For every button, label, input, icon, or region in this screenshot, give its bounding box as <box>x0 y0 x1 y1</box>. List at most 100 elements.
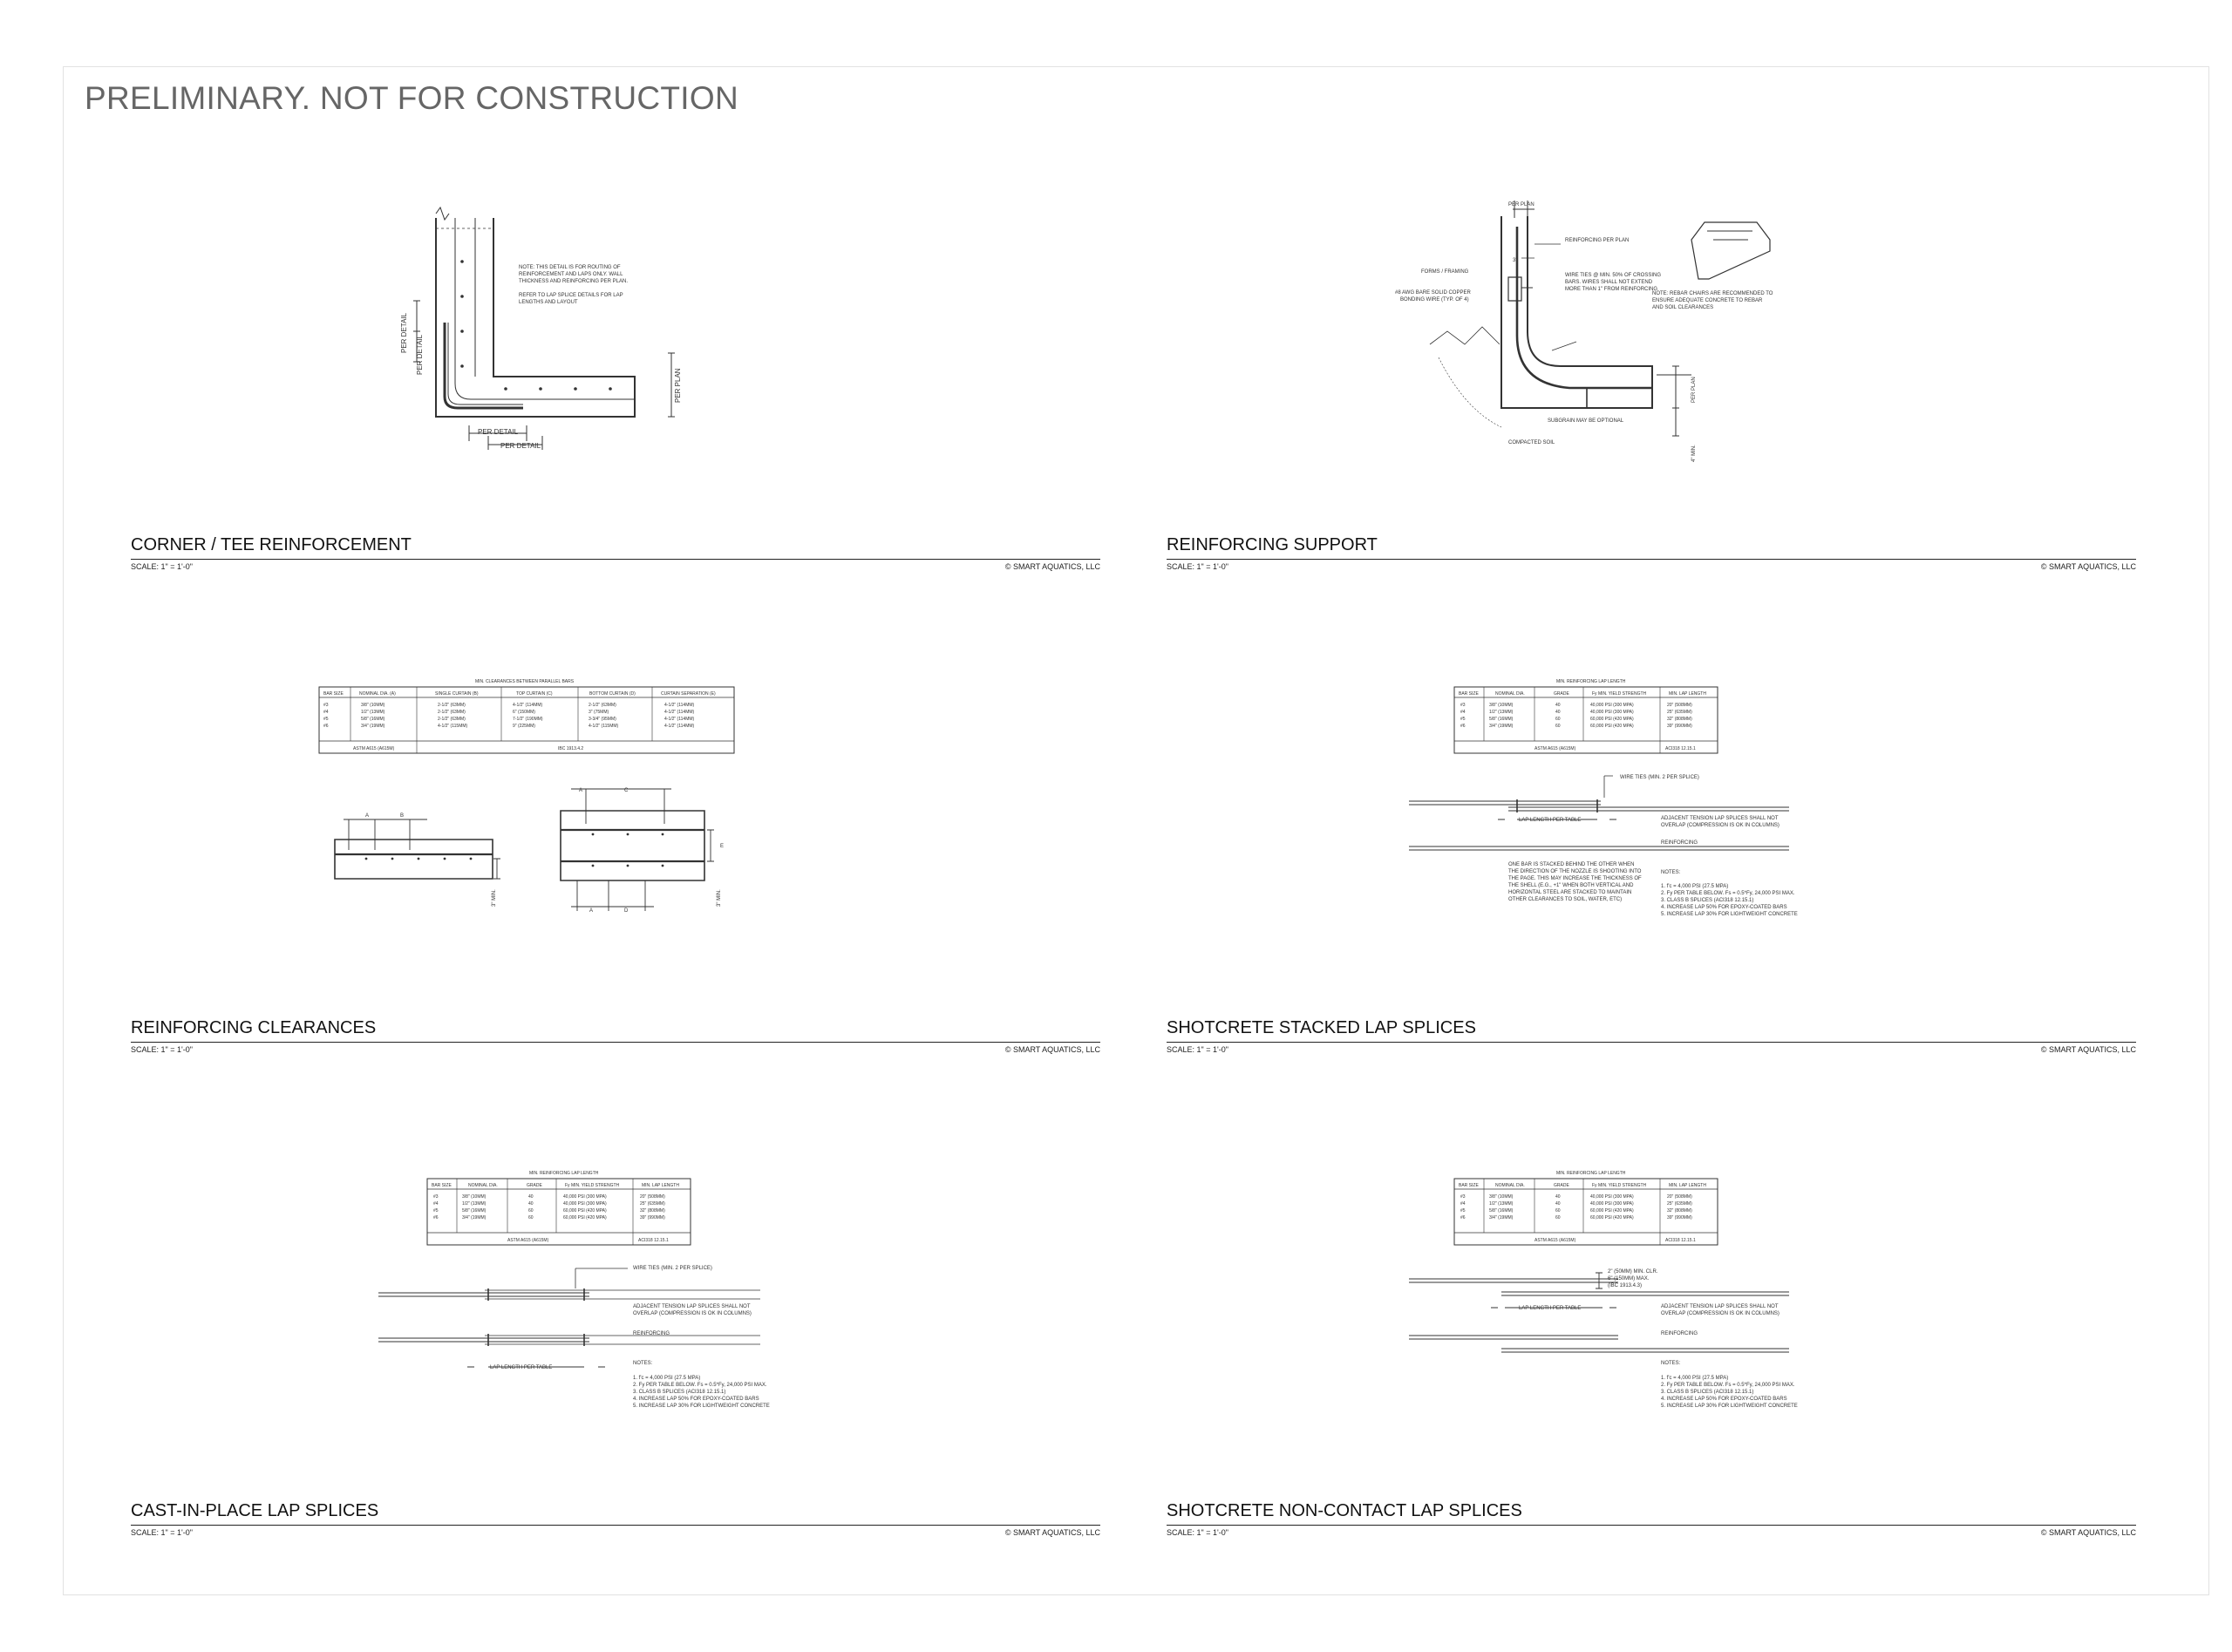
note-item: 3. CLASS B SPLICES (ACI318 12.15.1) <box>633 1390 725 1395</box>
clearance-label-d: D <box>624 908 629 914</box>
support-rebar-note: AND SOIL CLEARANCES <box>1652 305 1713 310</box>
table-header: GRADE <box>1554 691 1569 697</box>
detail-title: SHOTCRETE NON-CONTACT LAP SPLICES <box>1167 1501 1522 1520</box>
table-cell: #5 <box>433 1208 439 1214</box>
detail-cast-in-place: CAST-IN-PLACE LAP SPLICES SCALE: 1" = 1'… <box>131 1501 1100 1537</box>
stacked-lap-table <box>1453 686 1718 754</box>
stacked-note: THE PAGE. THIS MAY INCREASE THE THICKNES… <box>1508 876 1642 881</box>
clearance-label-e: E <box>720 844 724 849</box>
detail-title: CORNER / TEE REINFORCEMENT <box>131 535 412 554</box>
table-footer: ASTM A615 (A615M) <box>1534 746 1576 751</box>
title-rule <box>1167 1042 2136 1043</box>
table-cell: 60,000 PSI (420 MPA) <box>563 1215 607 1220</box>
table-cell: 39" (990MM) <box>1667 724 1692 729</box>
table-cell: 32" (808MM) <box>1667 1208 1692 1214</box>
detail-reinforcing-clearances: REINFORCING CLEARANCES SCALE: 1" = 1'-0"… <box>131 1018 1100 1054</box>
clearances-table-cells: BAR SIZE NOMINAL DIA. (A) SINGLE CURTAIN… <box>323 691 716 751</box>
notes-title: NOTES: <box>1661 870 1681 875</box>
table-title: MIN. REINFORCING LAP LENGTH <box>1556 679 1626 684</box>
note-item: 3. CLASS B SPLICES (ACI318 12.15.1) <box>1661 898 1753 903</box>
table-cell: #4 <box>1460 710 1466 715</box>
table-cell: 3/4" (19MM) <box>462 1215 487 1220</box>
corner-note-line: THICKNESS AND REINFORCING PER PLAN. <box>519 279 628 284</box>
table-cell: 3/8" (10MM) <box>1489 703 1514 708</box>
adjacent-note: ADJACENT TENSION LAP SPLICES SHALL NOT <box>1661 1304 1779 1309</box>
support-min-4: 4" MIN. <box>1691 445 1697 462</box>
stacked-note: HORIZONTAL STEEL ARE STACKED TO MAINTAIN <box>1508 890 1631 895</box>
detail-title: REINFORCING CLEARANCES <box>131 1018 377 1037</box>
cip-lap-table-cells: MIN. REINFORCING LAP LENGTH BAR SIZE NOM… <box>432 1171 679 1243</box>
table-cell: 32" (808MM) <box>640 1208 665 1214</box>
reinforcing-label: REINFORCING <box>1661 840 1698 846</box>
table-cell: 40 <box>1555 710 1561 715</box>
support-rebar-note: ENSURE ADEQUATE CONCRETE TO REBAR <box>1652 298 1763 303</box>
cip-lap-bars <box>378 1268 760 1368</box>
table-cell: 40,000 PSI (300 MPA) <box>1590 710 1634 715</box>
lap-length-label: LAP LENGTH PER TABLE <box>1519 1306 1581 1311</box>
table-cell: 20" (508MM) <box>1667 1194 1692 1200</box>
table-cell: 40 <box>1555 703 1561 708</box>
table-header: CURTAIN SEPARATION (E) <box>661 691 716 697</box>
note-item: 1. f'c = 4,000 PSI (27.5 MPA) <box>1661 1376 1728 1381</box>
note-item: 1. f'c = 4,000 PSI (27.5 MPA) <box>1661 884 1728 889</box>
table-header: MIN. LAP LENGTH <box>1669 1183 1706 1188</box>
reinforcing-support-drawing <box>1429 201 1771 437</box>
clearances-labels: A B A C A D E 3" MIN. 3" MIN. <box>365 788 724 914</box>
table-cell: 60,000 PSI (420 MPA) <box>563 1208 607 1214</box>
note-item: 2. Fy PER TABLE BELOW. Fs = 0.5*Fy, 24,0… <box>1661 891 1795 896</box>
detail-copyright: © SMART AQUATICS, LLC <box>2040 562 2136 571</box>
adjacent-note: ADJACENT TENSION LAP SPLICES SHALL NOT <box>1661 816 1779 821</box>
clearance-label-a: A <box>365 813 369 819</box>
table-header: SINGLE CURTAIN (B) <box>435 691 479 697</box>
table-cell: #6 <box>323 724 329 729</box>
clearances-table-title: MIN. CLEARANCES BETWEEN PARALLEL BARS <box>475 679 575 684</box>
clearance-label-a: A <box>579 788 582 793</box>
table-cell: 5/8" (16MM) <box>361 717 385 722</box>
note-item: 4. INCREASE LAP 50% FOR EPOXY-COATED BAR… <box>633 1397 759 1402</box>
wire-ties-label: WIRE TIES (MIN. 2 PER SPLICE) <box>633 1266 712 1271</box>
corner-dim-per-detail: PER DETAIL <box>400 312 408 353</box>
support-wire-ties: BARS. WIRES SHALL NOT EXTEND <box>1565 280 1653 285</box>
support-wire-ties: WIRE TIES @ MIN. 50% OF CROSSING <box>1565 273 1661 278</box>
table-cell: 60,000 PSI (420 MPA) <box>1590 717 1634 722</box>
table-cell: 39" (990MM) <box>1667 1215 1692 1220</box>
table-cell: 3/4" (19MM) <box>361 724 385 729</box>
detail-title: SHOTCRETE STACKED LAP SPLICES <box>1167 1018 1476 1037</box>
table-cell: 4-1/2" (114MM) <box>664 703 695 708</box>
detail-title: REINFORCING SUPPORT <box>1167 535 1378 554</box>
drawing-sheet-border <box>63 66 2209 1595</box>
table-cell: 3/8" (10MM) <box>462 1194 487 1200</box>
corner-note-line: LENGTHS AND LAYOUT <box>519 300 578 305</box>
table-cell: #5 <box>1460 717 1466 722</box>
table-footer: ASTM A615 (A615M) <box>507 1238 549 1243</box>
note-item: 2. Fy PER TABLE BELOW. Fs = 0.5*Fy, 24,0… <box>633 1383 767 1388</box>
corner-tee-drawing <box>413 206 675 450</box>
stacked-note: OTHER CLEARANCES TO SOIL, WATER, ETC) <box>1508 897 1622 902</box>
support-labels: PER PLAN REINFORCING PER PLAN FORMS / FR… <box>1395 202 1773 462</box>
table-cell: 32" (808MM) <box>1667 717 1692 722</box>
table-header: NOMINAL DIA. <box>1495 691 1525 697</box>
table-header: TOP CURTAIN (C) <box>516 691 553 697</box>
corner-note-line: REINFORCEMENT AND LAPS ONLY. WALL <box>519 272 623 277</box>
detail-copyright: © SMART AQUATICS, LLC <box>2040 1045 2136 1054</box>
table-cell: 5/8" (16MM) <box>462 1208 487 1214</box>
detail-shotcrete-noncontact: SHOTCRETE NON-CONTACT LAP SPLICES SCALE:… <box>1167 1501 2136 1537</box>
corner-note: NOTE: THIS DETAIL IS FOR ROUTING OF REIN… <box>519 265 628 305</box>
table-cell: #4 <box>1460 1201 1466 1207</box>
table-cell: 2-1/2" (63MM) <box>438 703 466 708</box>
adjacent-note: ADJACENT TENSION LAP SPLICES SHALL NOT <box>633 1304 751 1309</box>
adjacent-note: OVERLAP (COMPRESSION IS OK IN COLUMNS) <box>1661 1311 1779 1316</box>
table-footer: ACI318 12.15.1 <box>1665 1238 1696 1243</box>
detail-copyright: © SMART AQUATICS, LLC <box>1004 562 1100 571</box>
detail-title: CAST-IN-PLACE LAP SPLICES <box>131 1501 379 1520</box>
detail-reinforcing-support: REINFORCING SUPPORT SCALE: 1" = 1'-0" © … <box>1167 535 2136 571</box>
lap-length-label: LAP LENGTH PER TABLE <box>1519 818 1581 823</box>
reinforcing-label: REINFORCING <box>633 1331 670 1336</box>
support-bonding-wire: BONDING WIRE (TYP. OF 4) <box>1400 297 1469 303</box>
preliminary-banner: PRELIMINARY. NOT FOR CONSTRUCTION <box>85 80 738 116</box>
detail-scale: SCALE: 1" = 1'-0" <box>1167 1528 1228 1537</box>
table-cell: #3 <box>1460 1194 1466 1200</box>
table-cell: 3/4" (19MM) <box>1489 724 1514 729</box>
table-cell: 1/2" (13MM) <box>1489 710 1514 715</box>
table-cell: 40 <box>528 1194 534 1200</box>
